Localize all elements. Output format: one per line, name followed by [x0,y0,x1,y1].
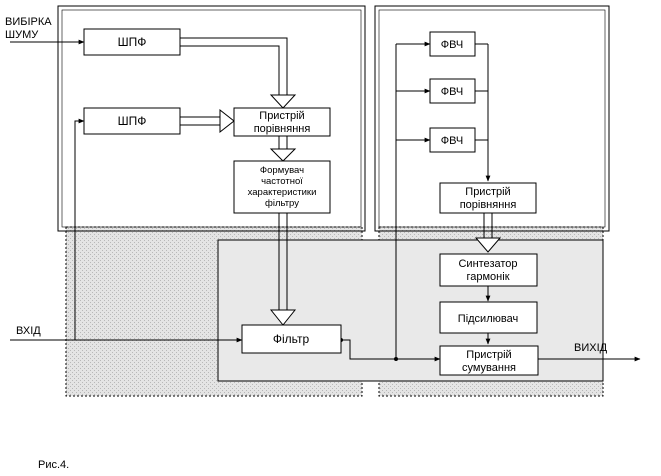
shaper-label-3: характеристики [248,187,317,198]
lpf-bottom-to-comparator-arrow [219,108,235,134]
synth-label-2: гармонік [466,271,509,283]
adder-label-1: Пристрій [466,349,511,361]
hpf-1-label: ФВЧ [441,39,464,51]
filter-label: Фільтр [273,332,310,346]
bus-junction [394,357,398,361]
input-branch-to-lpf [74,118,85,340]
lpf-top-block: ШПФ [83,28,181,56]
outer-frame-left [57,5,366,232]
hpf-1-block: ФВЧ [429,31,476,57]
shaper-block: Формувач частотної характеристики фільтр… [233,160,331,214]
comparator-left-label-1: Пристрій [259,110,304,122]
shaper-label-2: частотної [261,176,303,187]
comparator-left-block: Пристрій порівняння [233,107,331,137]
outer-frame-left-inner [61,9,362,228]
synth-label-1: Синтезатор [458,258,517,270]
hpf-3-label: ФВЧ [441,135,464,147]
output-label: ВИХІД [574,342,608,354]
shaper-label-1: Формувач [260,165,304,176]
filter-block: Фільтр [241,324,342,354]
lpf-top-label: ШПФ [118,35,147,49]
noise-sample-label-1: ВИБІРКА [5,16,52,28]
lpf-top-to-comparator-outer [180,37,288,95]
adder-label-2: сумування [462,362,516,374]
noise-sample-label-2: ШУМУ [5,29,39,41]
comparator-left-label-2: порівняння [254,123,311,135]
figure-caption: Рис.4. [38,459,69,471]
synth-block: Синтезатор гармонік [439,253,538,287]
input-label: ВХІД [16,325,41,337]
amplifier-block: Підсилювач [439,301,538,334]
lpf-top-to-comparator-inner [180,45,280,95]
shaper-to-filter-arrow [269,309,297,326]
comparator-right-block: Пристрій порівняння [439,182,537,214]
comparator-to-synth-arrow [474,237,502,253]
comparator-right-label-1: Пристрій [465,186,510,198]
lpf-top-to-comparator-arrow [269,94,297,109]
shaper-label-4: фільтру [265,198,299,209]
adder-block: Пристрій сумування [439,345,539,376]
comparator-right-label-2: порівняння [460,199,517,211]
lpf-bottom-block: ШПФ [83,107,181,135]
hpf-3-block: ФВЧ [429,127,476,153]
lpf-bottom-label: ШПФ [118,114,147,128]
hpf-2-block: ФВЧ [429,78,476,104]
comparator-to-shaper-arrow [269,148,297,162]
amplifier-label: Підсилювач [458,313,518,325]
hpf-2-label: ФВЧ [441,86,464,98]
